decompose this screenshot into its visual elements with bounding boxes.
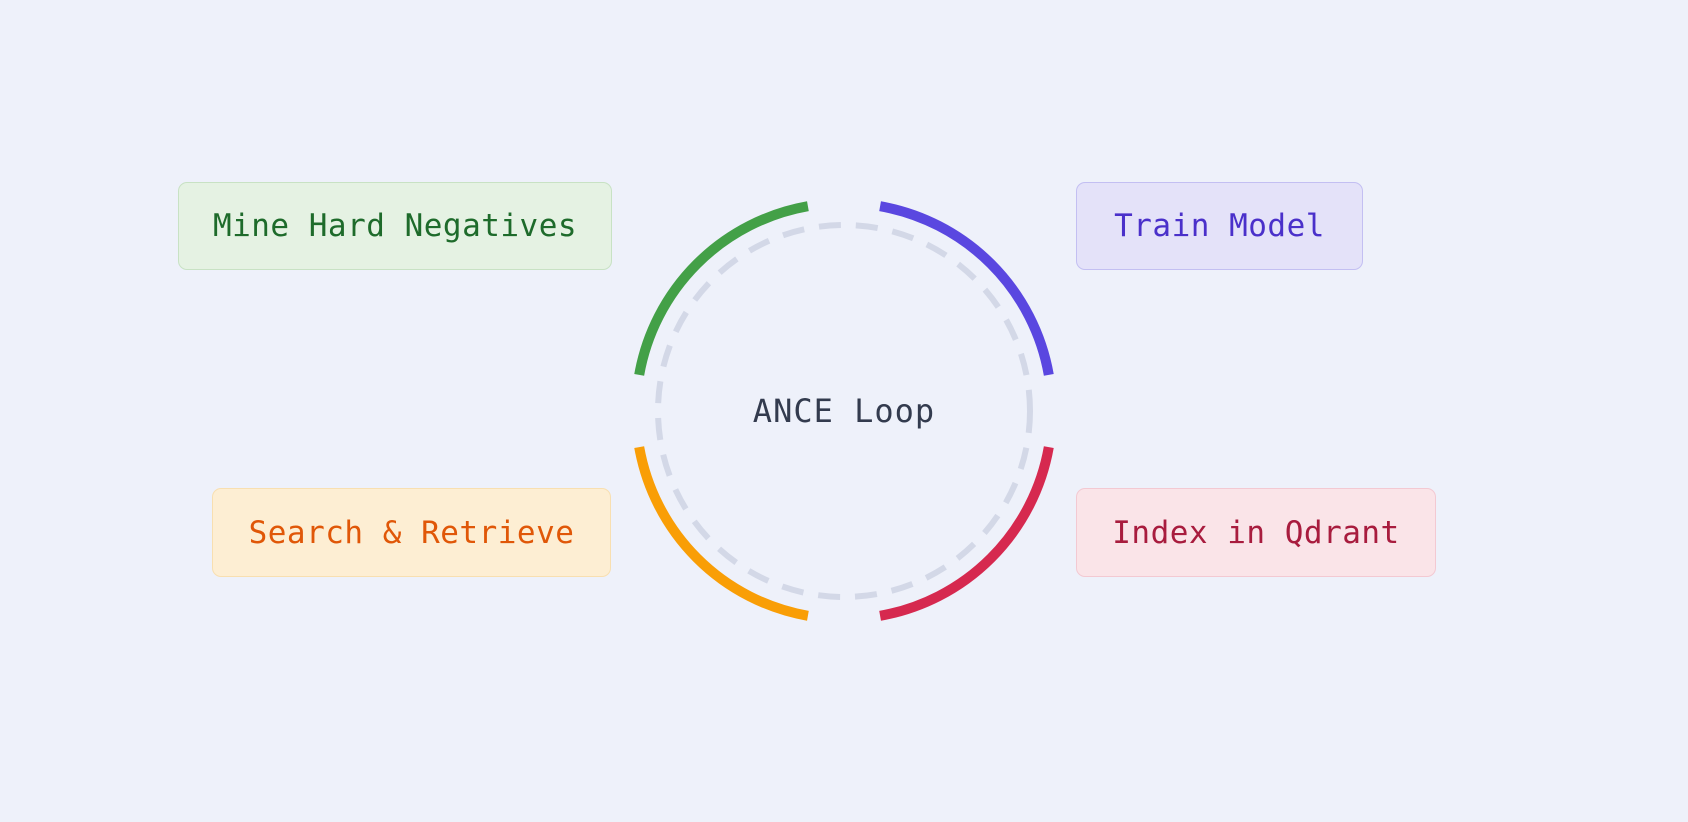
step-label-train-model: Train Model (1114, 208, 1325, 244)
step-box-train-model: Train Model (1076, 182, 1363, 270)
step-label-search-and-retrieve: Search & Retrieve (248, 514, 575, 551)
cycle-title: ANCE Loop (752, 392, 936, 430)
step-label-index-in-qdrant: Index in Qdrant (1112, 514, 1400, 551)
crimson-arc (879, 446, 1054, 621)
cycle-ring (634, 201, 1054, 621)
step-box-index-in-qdrant: Index in Qdrant (1076, 488, 1436, 577)
step-label-mine-hard-negatives: Mine Hard Negatives (212, 208, 578, 244)
orange-arc (634, 446, 809, 621)
step-box-search-and-retrieve: Search & Retrieve (212, 488, 611, 577)
step-box-mine-hard-negatives: Mine Hard Negatives (178, 182, 612, 270)
green-arc (634, 201, 809, 376)
dashed-circle (655, 222, 1033, 600)
indigo-arc (879, 201, 1054, 376)
